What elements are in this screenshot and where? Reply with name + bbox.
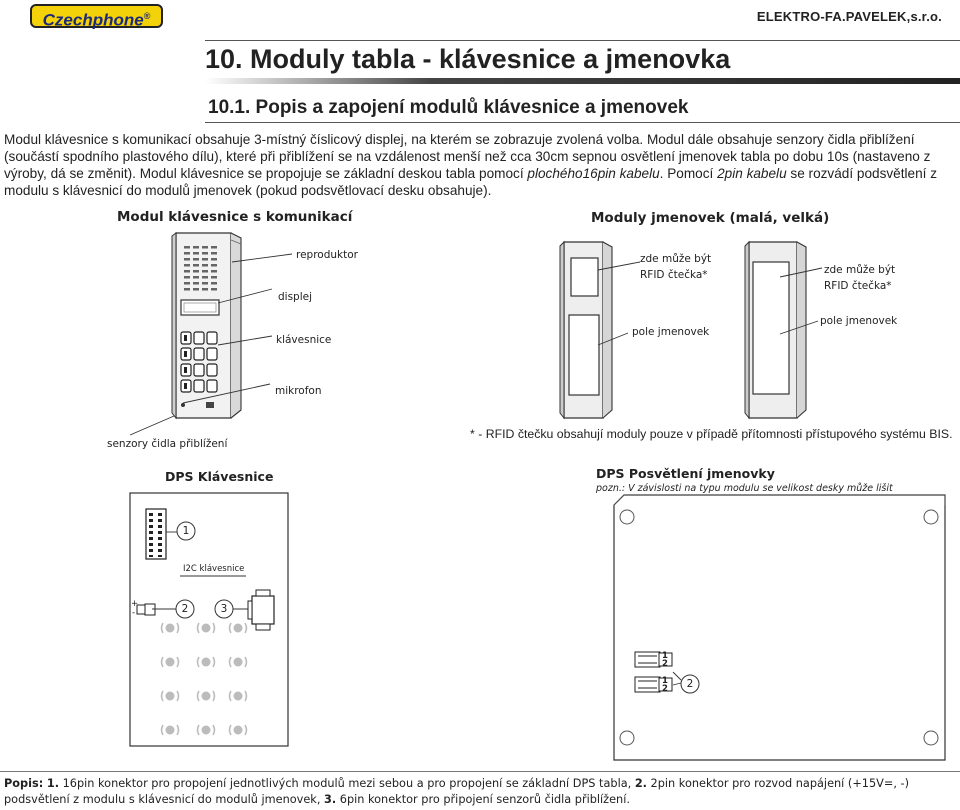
label-proximity-sensors: senzory čidla přiblížení bbox=[107, 438, 228, 450]
caption-label: Popis: bbox=[4, 777, 44, 790]
top-rule bbox=[205, 40, 960, 41]
microphone-hole bbox=[181, 403, 185, 407]
connector-2pin-backlight-a bbox=[634, 651, 673, 668]
name-module-large-drawing bbox=[744, 240, 807, 420]
marker-1: 1 bbox=[182, 525, 190, 537]
backlight-pcb-drawing bbox=[613, 494, 946, 761]
intro-paragraph: Modul klávesnice s komunikací obsahuje 3… bbox=[4, 131, 956, 199]
caption-n2: 2. bbox=[634, 777, 647, 790]
label-keypad: klávesnice bbox=[276, 334, 332, 346]
label-name-field-1: pole jmenovek bbox=[632, 326, 710, 338]
display-window bbox=[180, 299, 220, 316]
speaker-grille bbox=[184, 246, 217, 291]
pin-2-b: 2 bbox=[662, 684, 668, 694]
caption-t3: 6pin konektor pro připojení senzorů čidl… bbox=[336, 793, 630, 806]
label-i2c-keypad: I2C klávesnice bbox=[183, 564, 245, 574]
caption-n3: 3. bbox=[324, 793, 337, 806]
pin-1-b: 1 bbox=[662, 676, 668, 686]
caption: Popis: 1. 16pin konektor pro propojení j… bbox=[4, 776, 956, 808]
marker-2-keypad: 2 bbox=[181, 603, 189, 615]
sensor-pads bbox=[165, 623, 243, 735]
keypad-pcb-heading: DPS Klávesnice bbox=[165, 469, 274, 484]
marker-2-backlight: 2 bbox=[686, 678, 694, 690]
keypad-module-heading: Modul klávesnice s komunikací bbox=[117, 209, 353, 225]
caption-n1: 1. bbox=[46, 777, 59, 790]
pin-2-a: 2 bbox=[662, 659, 668, 669]
keypad-keys bbox=[180, 331, 218, 393]
caption-rule bbox=[0, 771, 960, 772]
intro-text-1: Modul klávesnice s komunikací obsahuje 3… bbox=[4, 132, 931, 181]
polarity-minus: - bbox=[132, 608, 136, 618]
connector-6pin bbox=[247, 589, 275, 631]
czechphone-logo: Czechphone® bbox=[30, 4, 163, 30]
intro-2pin-cable: 2pin kabelu bbox=[717, 166, 787, 181]
bottom-button bbox=[206, 402, 214, 408]
backlight-pcb-heading: DPS Posvětlení jmenovky bbox=[596, 466, 775, 481]
polarity-plus: + bbox=[131, 599, 139, 609]
label-rfid-1-line1: zde může být bbox=[640, 253, 712, 265]
label-display: displej bbox=[278, 291, 313, 303]
caption-t2: 2pin konektor pro rozvod napájení (+15V=… bbox=[4, 777, 910, 806]
connector-2pin-keypad bbox=[136, 603, 176, 616]
logo-text: Czechphone bbox=[42, 10, 144, 30]
label-name-field-2: pole jmenovek bbox=[820, 315, 898, 327]
backlight-pcb-note: pozn.: V závislosti na typu modulu se ve… bbox=[596, 483, 893, 494]
intro-text-3: se rozvádí podsvětlení z modulu s kláves… bbox=[4, 166, 938, 198]
label-speaker: reproduktor bbox=[296, 249, 358, 261]
title-rule bbox=[205, 78, 960, 84]
pin-1-a: 1 bbox=[662, 651, 668, 661]
intro-text-2: . Pomocí bbox=[659, 166, 718, 181]
name-modules-heading: Moduly jmenovek (malá, velká) bbox=[591, 210, 830, 226]
section-subtitle: 10.1. Popis a zapojení modulů klávesnice… bbox=[208, 97, 689, 118]
label-rfid-2-line1: zde může být bbox=[824, 264, 896, 276]
name-module-small-drawing bbox=[559, 240, 613, 420]
rfid-footnote: * - RFID čtečku obsahují moduly pouze v … bbox=[470, 427, 953, 441]
connector-2pin-backlight-b bbox=[634, 676, 673, 693]
page-title: 10. Moduly tabla - klávesnice a jmenovka bbox=[205, 44, 731, 74]
company-name: ELEKTRO-FA.PAVELEK,s.r.o. bbox=[756, 9, 942, 24]
subtitle-rule bbox=[205, 122, 960, 123]
label-rfid-2-line2: RFID čtečka* bbox=[824, 280, 892, 292]
intro-flat-cable: plochého16pin kabelu bbox=[527, 166, 660, 181]
label-rfid-1-line2: RFID čtečka* bbox=[640, 269, 708, 281]
marker-3: 3 bbox=[220, 603, 228, 615]
caption-t1: 16pin konektor pro propojení jednotlivýc… bbox=[59, 777, 635, 790]
keypad-module-drawing bbox=[129, 232, 293, 436]
label-microphone: mikrofon bbox=[275, 385, 322, 397]
logo-registered-mark: ® bbox=[143, 11, 151, 21]
keypad-pcb-drawing bbox=[129, 492, 289, 747]
